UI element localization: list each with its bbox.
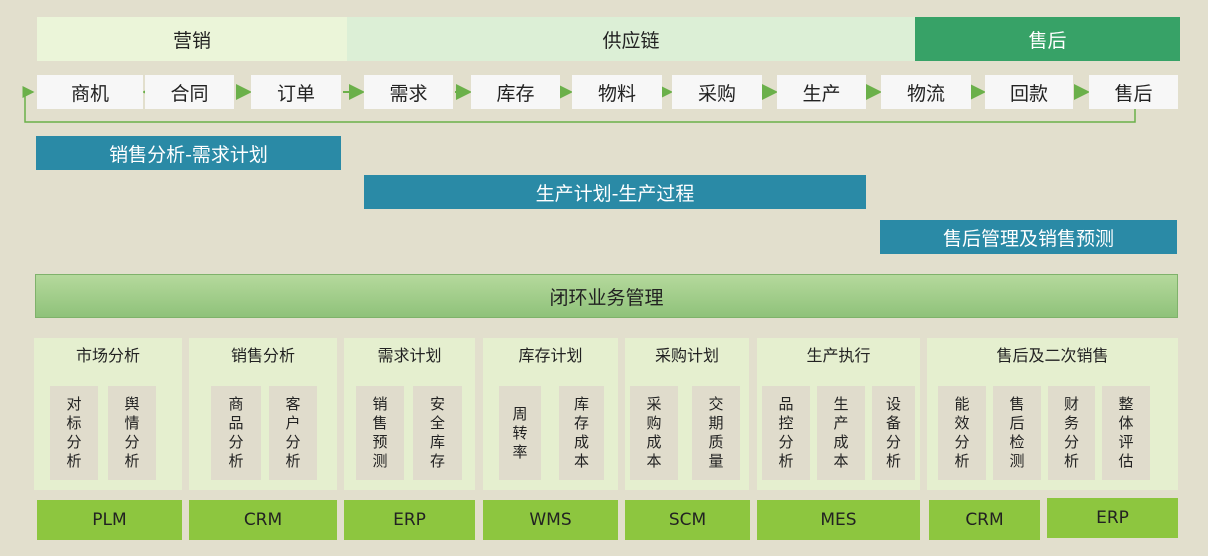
plan-after-sales-forecast: 售后管理及销售预测: [880, 220, 1177, 254]
plan-sales-demand: 销售分析-需求计划: [36, 136, 341, 170]
phase-marketing: 营销: [37, 17, 347, 61]
system-crm-after-sales: CRM: [929, 500, 1040, 540]
sub-item-label: 品控分析: [778, 395, 794, 470]
module-title: 市场分析: [75, 346, 140, 365]
module-purchase-planning: 采购计划 采购成本 交期质量: [625, 338, 749, 490]
sub-item: 对标分析: [50, 386, 98, 480]
sub-item-label: 财务分析: [1064, 395, 1080, 470]
sub-item: 售后检测: [993, 386, 1041, 480]
step-inventory: 库存: [471, 75, 560, 109]
closed-loop-management-bar: 闭环业务管理: [35, 274, 1178, 318]
module-title: 需求计划: [377, 346, 442, 365]
sub-item-label: 商品分析: [228, 395, 244, 470]
module-market-analysis: 市场分析 对标分析 舆情分析: [34, 338, 182, 490]
plan-production: 生产计划-生产过程: [364, 175, 866, 209]
system-erp: ERP: [344, 500, 475, 540]
sub-item-label: 售后检测: [1009, 395, 1025, 470]
sub-item-label: 设备分析: [886, 395, 902, 470]
sub-item-label: 交期质量: [708, 395, 724, 470]
sub-item-label: 客户分析: [285, 395, 301, 470]
step-after-sales: 售后: [1089, 75, 1178, 109]
module-title: 库存计划: [518, 346, 583, 365]
step-purchase: 采购: [672, 75, 762, 109]
sub-item-label: 整体评估: [1118, 395, 1134, 470]
sub-item: 财务分析: [1048, 386, 1095, 480]
phase-after-sales: 售后: [915, 17, 1180, 61]
step-order: 订单: [251, 75, 341, 109]
sub-item: 品控分析: [762, 386, 810, 480]
sub-item: 库存成本: [559, 386, 604, 480]
module-inventory-planning: 库存计划 周转率 库存成本: [483, 338, 618, 490]
system-scm: SCM: [625, 500, 750, 540]
module-sales-analysis: 销售分析 商品分析 客户分析: [189, 338, 337, 490]
module-title: 售后及二次销售: [996, 346, 1109, 365]
system-crm: CRM: [189, 500, 337, 540]
sub-item: 交期质量: [692, 386, 740, 480]
step-material: 物料: [572, 75, 662, 109]
loop-back-arrow: [22, 86, 1136, 123]
system-mes: MES: [757, 500, 920, 540]
sub-item-label: 对标分析: [66, 395, 82, 470]
step-logistics: 物流: [881, 75, 971, 109]
module-production-execution: 生产执行 品控分析 生产成本 设备分析: [757, 338, 920, 490]
sub-item: 舆情分析: [108, 386, 156, 480]
module-demand-planning: 需求计划 销售预测 安全库存: [344, 338, 475, 490]
sub-item: 商品分析: [211, 386, 261, 480]
system-plm: PLM: [37, 500, 182, 540]
sub-item: 周转率: [499, 386, 541, 480]
sub-item-label: 库存成本: [574, 395, 590, 470]
phase-supply-chain: 供应链: [347, 17, 915, 61]
sub-item: 整体评估: [1102, 386, 1150, 480]
sub-item: 设备分析: [872, 386, 915, 480]
module-title: 生产执行: [806, 346, 871, 365]
sub-item-label: 安全库存: [430, 395, 446, 470]
sub-item: 能效分析: [938, 386, 986, 480]
module-after-sales-resale: 售后及二次销售 能效分析 售后检测 财务分析 整体评估: [927, 338, 1178, 490]
sub-item: 销售预测: [356, 386, 404, 480]
sub-item: 生产成本: [817, 386, 865, 480]
step-demand: 需求: [364, 75, 453, 109]
sub-item: 安全库存: [413, 386, 462, 480]
sub-item-label: 采购成本: [646, 395, 662, 470]
sub-item-label: 舆情分析: [124, 395, 140, 470]
system-erp-after-sales: ERP: [1047, 498, 1178, 538]
step-opportunity: 商机: [37, 75, 143, 109]
system-wms: WMS: [483, 500, 618, 540]
sub-item-label: 销售预测: [372, 395, 388, 470]
module-title: 销售分析: [230, 346, 295, 365]
step-contract: 合同: [145, 75, 234, 109]
sub-item-label: 周转率: [512, 404, 528, 461]
sub-item-label: 能效分析: [954, 395, 970, 470]
step-payment: 回款: [985, 75, 1073, 109]
step-production: 生产: [777, 75, 866, 109]
sub-item-label: 生产成本: [833, 395, 849, 470]
sub-item: 采购成本: [630, 386, 678, 480]
sub-item: 客户分析: [269, 386, 317, 480]
module-title: 采购计划: [654, 346, 719, 365]
